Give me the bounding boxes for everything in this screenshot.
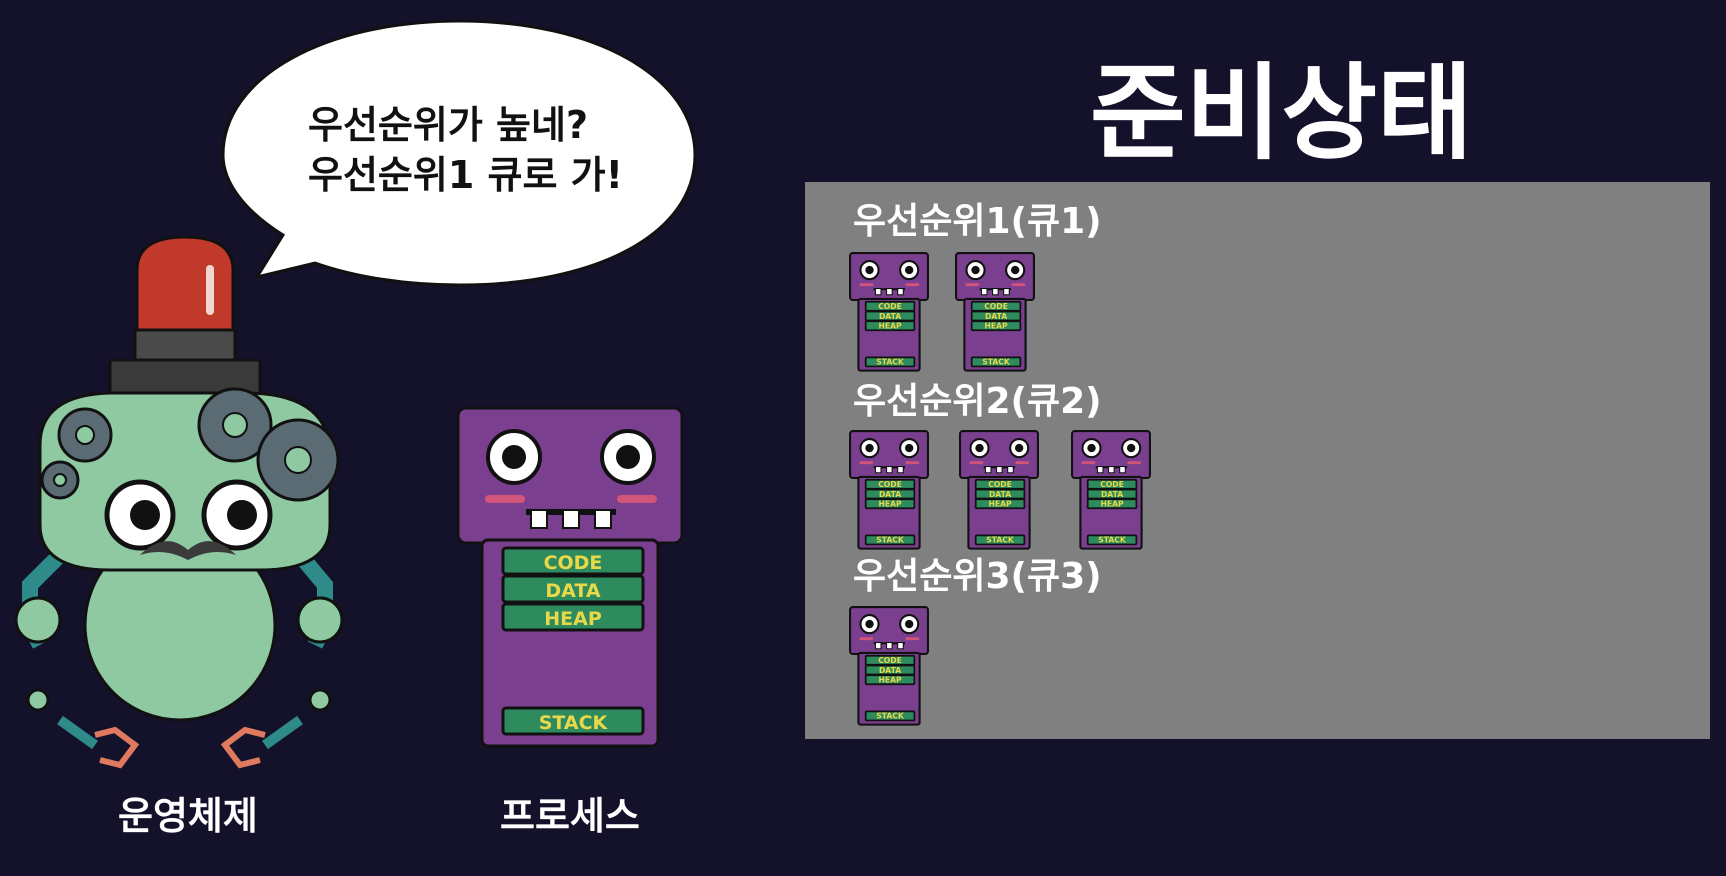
queued-process: CODE DATA HEAP STACK bbox=[849, 606, 929, 730]
svg-text:HEAP: HEAP bbox=[878, 322, 902, 331]
svg-text:HEAP: HEAP bbox=[984, 322, 1008, 331]
queued-process: CODE DATA HEAP STACK bbox=[849, 251, 929, 376]
svg-text:CODE: CODE bbox=[878, 656, 902, 665]
svg-text:STACK: STACK bbox=[986, 536, 1015, 545]
svg-text:STACK: STACK bbox=[876, 712, 905, 721]
svg-text:DATA: DATA bbox=[1101, 490, 1123, 499]
queue-label-1: 우선순위1(큐1) bbox=[853, 201, 1102, 242]
svg-text:DATA: DATA bbox=[879, 490, 901, 499]
svg-text:CODE: CODE bbox=[984, 302, 1008, 311]
heap-label: HEAP bbox=[544, 608, 602, 630]
claw-right-icon bbox=[220, 726, 266, 769]
queue-label-2: 우선순위2(큐2) bbox=[853, 381, 1102, 422]
stack-segment bbox=[501, 706, 645, 736]
code-label: CODE bbox=[544, 552, 603, 574]
svg-text:STACK: STACK bbox=[876, 536, 905, 545]
svg-text:STACK: STACK bbox=[982, 358, 1011, 367]
queue-label-3: 우선순위3(큐3) bbox=[853, 556, 1102, 597]
svg-text:CODE: CODE bbox=[988, 480, 1012, 489]
code-segment bbox=[501, 546, 645, 576]
page-title: 준비상태 bbox=[1090, 52, 1473, 174]
svg-text:DATA: DATA bbox=[989, 490, 1011, 499]
heap-segment bbox=[501, 602, 645, 632]
svg-text:DATA: DATA bbox=[985, 312, 1007, 321]
svg-text:CODE: CODE bbox=[878, 480, 902, 489]
siren-base-icon bbox=[133, 328, 237, 362]
data-label: DATA bbox=[545, 580, 600, 602]
queued-process: CODE DATA HEAP STACK bbox=[1071, 429, 1151, 554]
queued-process: CODE DATA HEAP STACK bbox=[959, 429, 1039, 554]
process-illustration: CODE DATA HEAP STACK bbox=[456, 406, 684, 748]
svg-text:HEAP: HEAP bbox=[878, 676, 902, 685]
speech-bubble-text: 우선순위가 높네? 우선순위1 큐로 가! bbox=[308, 100, 623, 200]
speech-line-2: 우선순위1 큐로 가! bbox=[308, 153, 623, 197]
svg-text:CODE: CODE bbox=[878, 302, 902, 311]
siren-icon bbox=[135, 235, 235, 332]
svg-text:HEAP: HEAP bbox=[878, 500, 902, 509]
claw-left-icon bbox=[94, 726, 140, 769]
svg-text:CODE: CODE bbox=[1100, 480, 1124, 489]
process-caption: 프로세스 bbox=[500, 794, 640, 838]
speech-bubble bbox=[221, 19, 697, 287]
data-segment bbox=[501, 574, 645, 604]
svg-text:DATA: DATA bbox=[879, 312, 901, 321]
svg-text:STACK: STACK bbox=[1098, 536, 1127, 545]
svg-text:DATA: DATA bbox=[879, 666, 901, 675]
speech-line-1: 우선순위가 높네? bbox=[308, 103, 588, 147]
os-caption: 운영체제 bbox=[118, 794, 258, 838]
stack-label: STACK bbox=[539, 712, 609, 734]
svg-text:HEAP: HEAP bbox=[988, 500, 1012, 509]
mustache-icon bbox=[140, 541, 236, 560]
os-robot-illustration bbox=[14, 235, 344, 769]
svg-text:STACK: STACK bbox=[876, 358, 905, 367]
svg-text:HEAP: HEAP bbox=[1100, 500, 1124, 509]
queued-process: CODE DATA HEAP STACK bbox=[955, 251, 1035, 376]
ready-queue-panel: 우선순위1(큐1) 우선순위2(큐2) 우선순위3(큐3) CODE DATA … bbox=[805, 182, 1710, 739]
queued-process: CODE DATA HEAP STACK bbox=[849, 429, 929, 554]
